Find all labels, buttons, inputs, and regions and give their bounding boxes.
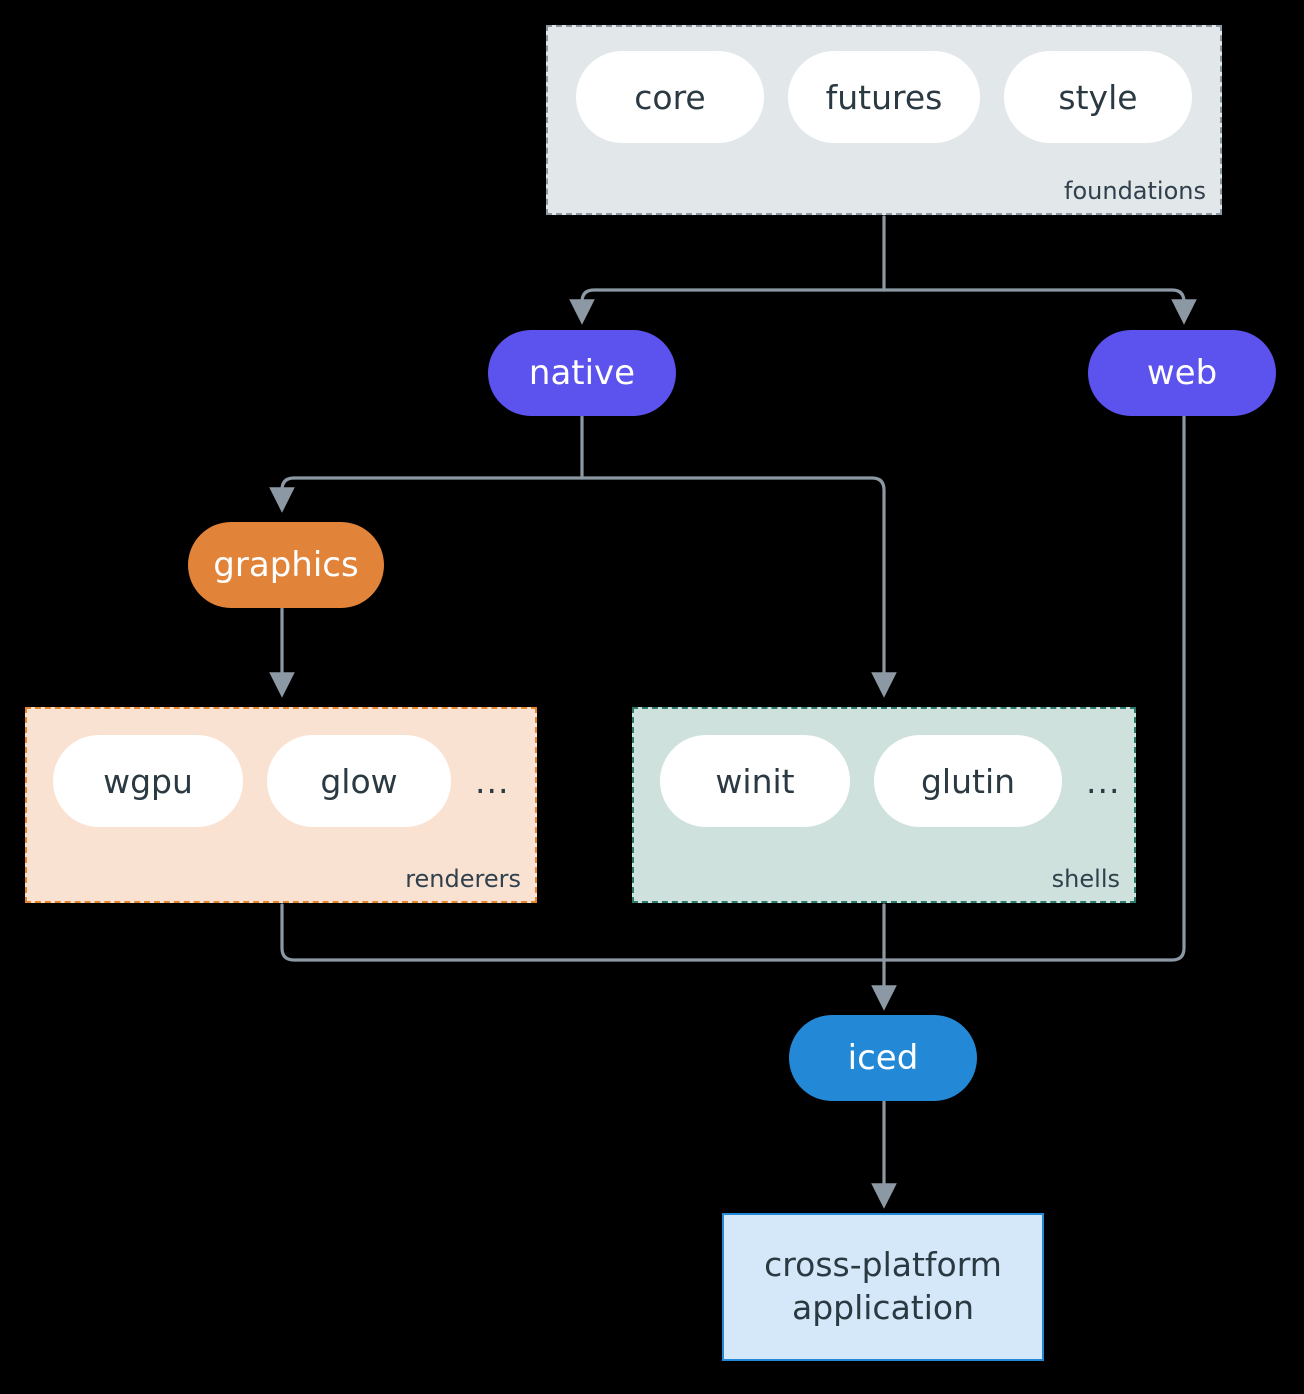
node-graphics-label: graphics bbox=[213, 545, 359, 585]
node-core[interactable]: core bbox=[576, 51, 764, 143]
edge-renderers-to-iced bbox=[280, 903, 886, 962]
edge-foundations-to-native bbox=[569, 288, 886, 325]
renderers-more-ellipsis: ... bbox=[475, 761, 510, 801]
node-native-label: native bbox=[528, 353, 636, 393]
node-glow-label: glow bbox=[320, 761, 398, 801]
node-wgpu-label: wgpu bbox=[103, 761, 193, 801]
node-iced-label: iced bbox=[847, 1038, 919, 1078]
node-style-label: style bbox=[1058, 77, 1138, 117]
node-web[interactable]: web bbox=[1088, 330, 1276, 416]
node-winit-label: winit bbox=[715, 761, 795, 801]
cluster-foundations-label: foundations bbox=[1064, 177, 1206, 205]
shells-more-ellipsis: ... bbox=[1086, 761, 1121, 801]
shells-items: winit glutin ... bbox=[660, 735, 1120, 827]
edge-native-to-graphics bbox=[269, 476, 584, 513]
cluster-renderers[interactable]: wgpu glow ... renderers bbox=[25, 707, 537, 903]
node-application[interactable]: cross-platform application bbox=[722, 1213, 1044, 1361]
node-application-line2: application bbox=[791, 1288, 975, 1327]
node-glutin-label: glutin bbox=[920, 761, 1016, 801]
node-core-label: core bbox=[634, 77, 706, 117]
edge-foundations-to-web bbox=[882, 288, 1197, 325]
cluster-renderers-label: renderers bbox=[405, 865, 521, 893]
node-graphics[interactable]: graphics bbox=[188, 522, 384, 608]
node-iced[interactable]: iced bbox=[789, 1015, 977, 1101]
node-winit[interactable]: winit bbox=[660, 735, 850, 827]
cluster-shells-label: shells bbox=[1051, 865, 1120, 893]
node-glow[interactable]: glow bbox=[267, 735, 451, 827]
node-wgpu[interactable]: wgpu bbox=[53, 735, 243, 827]
node-futures-label: futures bbox=[825, 77, 943, 117]
renderers-items: wgpu glow ... bbox=[53, 735, 509, 827]
node-style[interactable]: style bbox=[1004, 51, 1192, 143]
cluster-shells[interactable]: winit glutin ... shells bbox=[632, 707, 1136, 903]
node-glutin[interactable]: glutin bbox=[874, 735, 1062, 827]
cluster-foundations[interactable]: core futures style foundations bbox=[546, 25, 1222, 215]
edge-native-to-shells bbox=[580, 476, 897, 698]
foundations-items: core futures style bbox=[576, 51, 1192, 143]
node-application-line1: cross-platform bbox=[764, 1245, 1002, 1285]
node-native[interactable]: native bbox=[488, 330, 676, 416]
node-futures[interactable]: futures bbox=[788, 51, 980, 143]
node-web-label: web bbox=[1146, 353, 1218, 393]
